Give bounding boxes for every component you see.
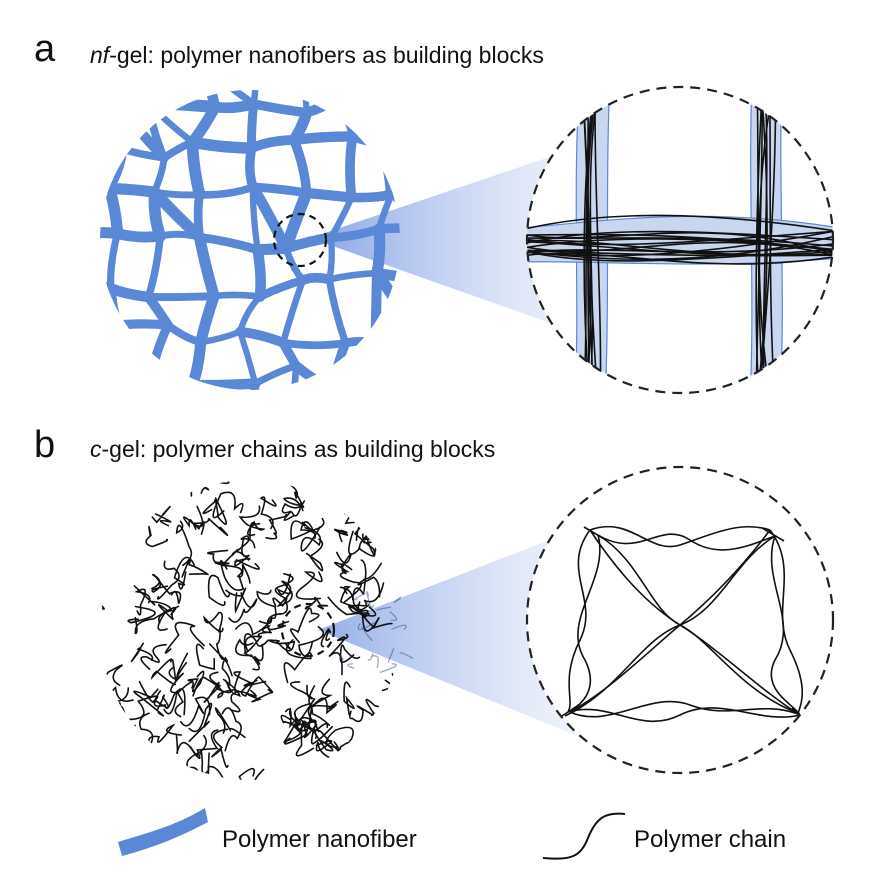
- panel-b-zoom-circle: [525, 465, 835, 775]
- panel-b-title-italic: c: [90, 436, 102, 462]
- legend-chain-label: Polymer chain: [634, 826, 787, 853]
- panel-a-title-italic: nf: [90, 42, 110, 68]
- panel-a-zoom-circle: [525, 85, 835, 395]
- nanofiber-legend-icon: [118, 808, 208, 856]
- panel-b-title-rest: -gel: polymer chains as building blocks: [101, 436, 496, 462]
- panel-b-zoom-cone: [318, 530, 575, 735]
- chain-zoom-view: [527, 467, 833, 773]
- panel-b-cone-chains: [339, 590, 414, 674]
- panel-a-zoom-cone: [310, 150, 570, 330]
- chain-legend-icon: [542, 812, 626, 860]
- legend-nanofiber-label: Polymer nanofiber: [222, 826, 417, 853]
- panel-a-title-rest: -gel: polymer nanofibers as building blo…: [109, 42, 544, 68]
- panel-a-zoom-marker: [272, 212, 328, 268]
- panel-b-title: c-gel: polymer chains as building blocks: [90, 438, 495, 461]
- panel-a-title: nf-gel: polymer nanofibers as building b…: [90, 44, 544, 67]
- panel-a-letter: a: [34, 28, 56, 70]
- nanofiber-zoom-view: [527, 87, 833, 393]
- panel-b-letter: b: [34, 424, 56, 466]
- panel-b-zoom-marker: [280, 602, 336, 658]
